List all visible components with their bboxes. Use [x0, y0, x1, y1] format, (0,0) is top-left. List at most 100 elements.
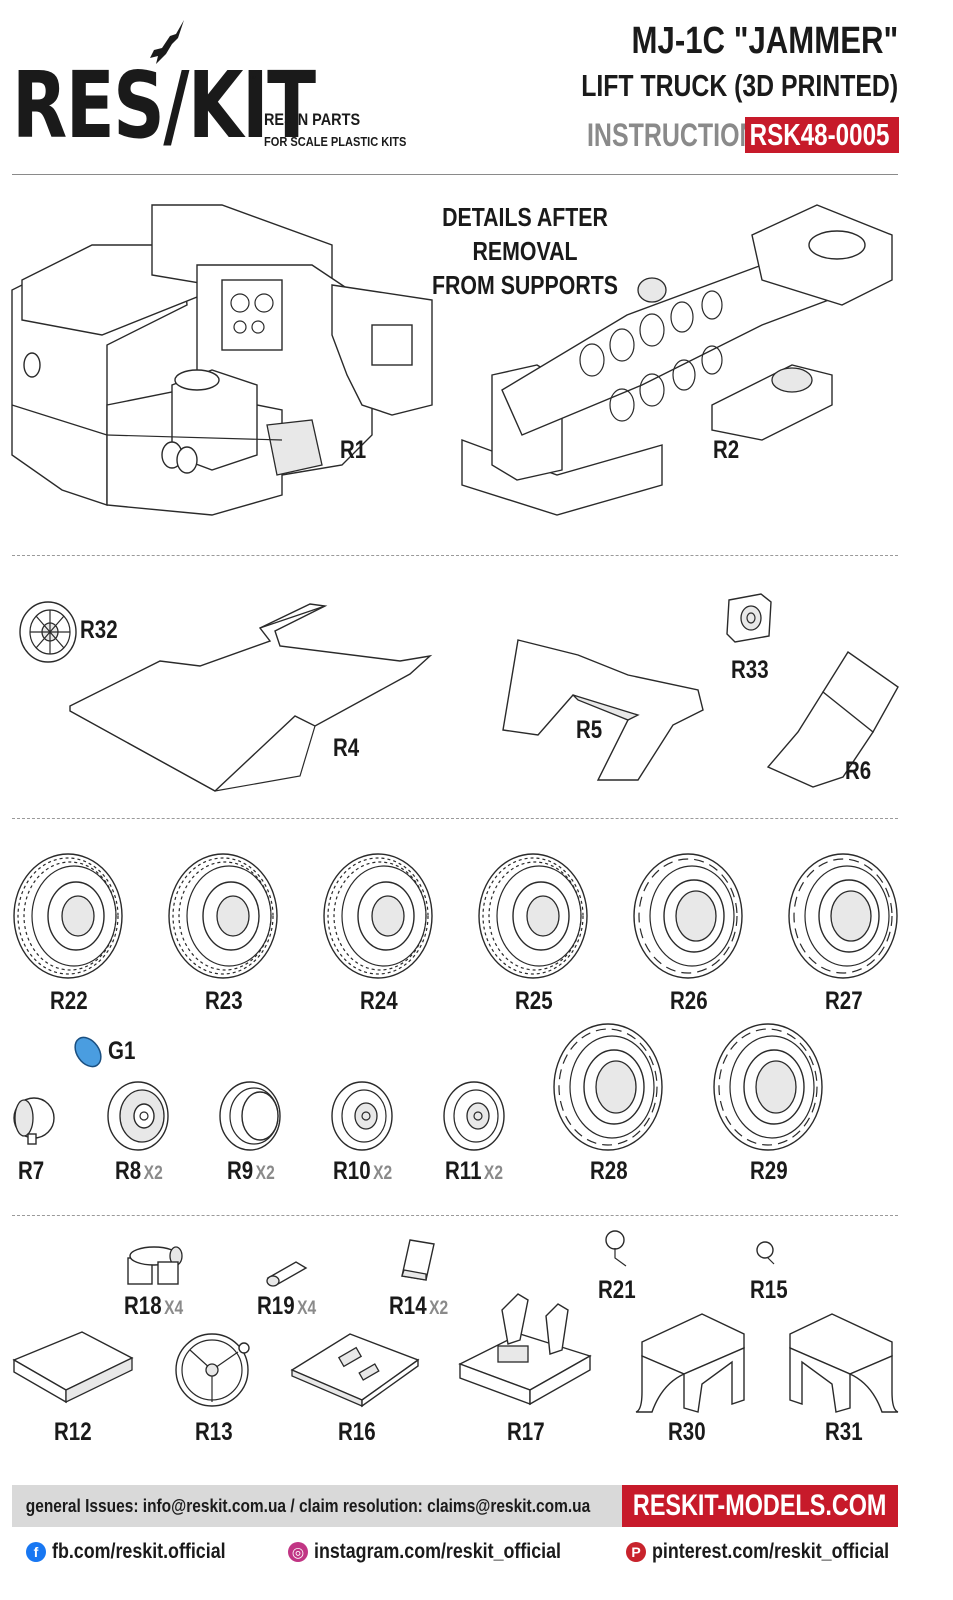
part-r9-label-text: R9: [227, 1157, 254, 1185]
part-r14-label-text: R14: [389, 1292, 427, 1320]
brand-line1: RESIN PARTS: [264, 110, 361, 129]
website-text: RESKIT-MODELS.COM: [632, 1489, 887, 1522]
part-r19-label-text: R19: [257, 1292, 295, 1320]
part-r32-drawing: [19, 601, 77, 663]
part-r27-drawing: [788, 853, 898, 979]
part-label-r21: R21: [598, 1276, 636, 1304]
note-line1: DETAILS AFTER REMOVAL: [442, 202, 608, 266]
part-r13-drawing: [175, 1333, 250, 1407]
section-divider-2: [12, 818, 898, 819]
part-r8-drawing: [107, 1081, 169, 1151]
part-r6-drawing: [766, 651, 899, 788]
instagram-text: instagram.com/reskit_official: [314, 1540, 562, 1564]
part-r8-qty: X2: [143, 1163, 163, 1184]
facebook-icon: f: [26, 1542, 46, 1563]
brand-logo: RES/KIT: [12, 52, 316, 159]
part-r2-drawing: [461, 204, 893, 516]
part-r10-label-text: R10: [333, 1157, 371, 1185]
part-r14-qty: X2: [429, 1298, 449, 1319]
part-label-r30: R30: [668, 1418, 706, 1446]
part-label-r28: R28: [590, 1157, 628, 1185]
part-label-r22: R22: [50, 987, 88, 1015]
part-label-r4: R4: [333, 734, 360, 762]
part-label-g1: G1: [108, 1037, 136, 1065]
part-g1-drawing: [74, 1036, 102, 1068]
part-label-r1: R1: [340, 436, 367, 464]
product-code: RSK48-0005: [749, 117, 890, 152]
part-r5-drawing: [502, 639, 704, 781]
part-label-r13: R13: [195, 1418, 233, 1446]
part-label-r23: R23: [205, 987, 243, 1015]
part-r22-drawing: [13, 853, 123, 979]
part-r18-drawing: [127, 1246, 183, 1285]
part-label-r29: R29: [750, 1157, 788, 1185]
instagram-link[interactable]: ◎ instagram.com/reskit_official: [288, 1540, 605, 1564]
product-code-badge: RSK48-0005: [745, 117, 899, 153]
part-label-r25: R25: [515, 987, 553, 1015]
part-r10-drawing: [331, 1081, 393, 1151]
part-label-r15: R15: [750, 1276, 788, 1304]
part-r21-drawing: [605, 1230, 627, 1267]
website-link[interactable]: RESKIT-MODELS.COM: [622, 1485, 898, 1527]
part-label-r17: R17: [507, 1418, 545, 1446]
part-label-r33: R33: [731, 656, 769, 684]
part-r8-label-text: R8: [115, 1157, 142, 1185]
part-r11-drawing: [443, 1081, 505, 1151]
pinterest-text: pinterest.com/reskit_official: [652, 1540, 890, 1564]
part-r10-qty: X2: [373, 1163, 393, 1184]
part-r9-qty: X2: [255, 1163, 275, 1184]
part-label-r5: R5: [576, 716, 603, 744]
part-r7-drawing: [13, 1097, 55, 1145]
part-label-r31: R31: [825, 1418, 863, 1446]
header-divider: [12, 174, 898, 175]
part-label-r24: R24: [360, 987, 398, 1015]
note-line2: FROM SUPPORTS: [432, 270, 618, 300]
part-r16-drawing: [290, 1333, 420, 1408]
part-label-r12: R12: [54, 1418, 92, 1446]
part-label-r32: R32: [80, 616, 118, 644]
title-line1: MJ-1C "JAMMER": [631, 20, 898, 62]
part-r25-drawing: [478, 853, 588, 979]
part-r18-qty: X4: [164, 1298, 184, 1319]
part-r26-drawing: [633, 853, 743, 979]
contact-bar: general Issues: info@reskit.com.ua / cla…: [12, 1485, 622, 1527]
part-r1-drawing: [11, 204, 433, 516]
part-label-r7: R7: [18, 1157, 45, 1185]
part-r4-drawing: [69, 603, 433, 792]
title-line2: LIFT TRUCK (3D PRINTED): [581, 68, 898, 103]
part-r11-label-text: R11: [445, 1157, 482, 1185]
trademark: ™: [248, 74, 257, 84]
part-r30-drawing: [635, 1313, 745, 1413]
part-r24-drawing: [323, 853, 433, 979]
part-r19-qty: X4: [297, 1298, 317, 1319]
section-divider-3: [12, 1215, 898, 1216]
part-label-r6: R6: [845, 757, 872, 785]
removal-note: DETAILS AFTER REMOVAL FROM SUPPORTS: [390, 200, 661, 302]
part-r33-drawing: [726, 593, 772, 643]
pinterest-icon: P: [626, 1542, 646, 1563]
part-label-r16: R16: [338, 1418, 376, 1446]
part-label-r26: R26: [670, 987, 708, 1015]
section-divider-1: [12, 555, 898, 556]
part-r12-drawing: [12, 1331, 134, 1404]
instruction-label: INSTRUCTION: [587, 117, 758, 153]
part-r11-qty: X2: [483, 1163, 504, 1184]
part-r17-drawing: [458, 1293, 592, 1406]
part-r19-drawing: [266, 1261, 308, 1287]
part-r14-drawing: [401, 1239, 435, 1281]
part-r28-drawing: [553, 1023, 663, 1151]
contact-text: general Issues: info@reskit.com.ua / cla…: [25, 1496, 591, 1516]
instagram-icon: ◎: [288, 1542, 308, 1563]
part-label-r27: R27: [825, 987, 863, 1015]
part-r18-label-text: R18: [124, 1292, 162, 1320]
brand-line2: FOR SCALE PLASTIC KITS: [264, 134, 407, 149]
part-r9-drawing: [219, 1081, 281, 1151]
